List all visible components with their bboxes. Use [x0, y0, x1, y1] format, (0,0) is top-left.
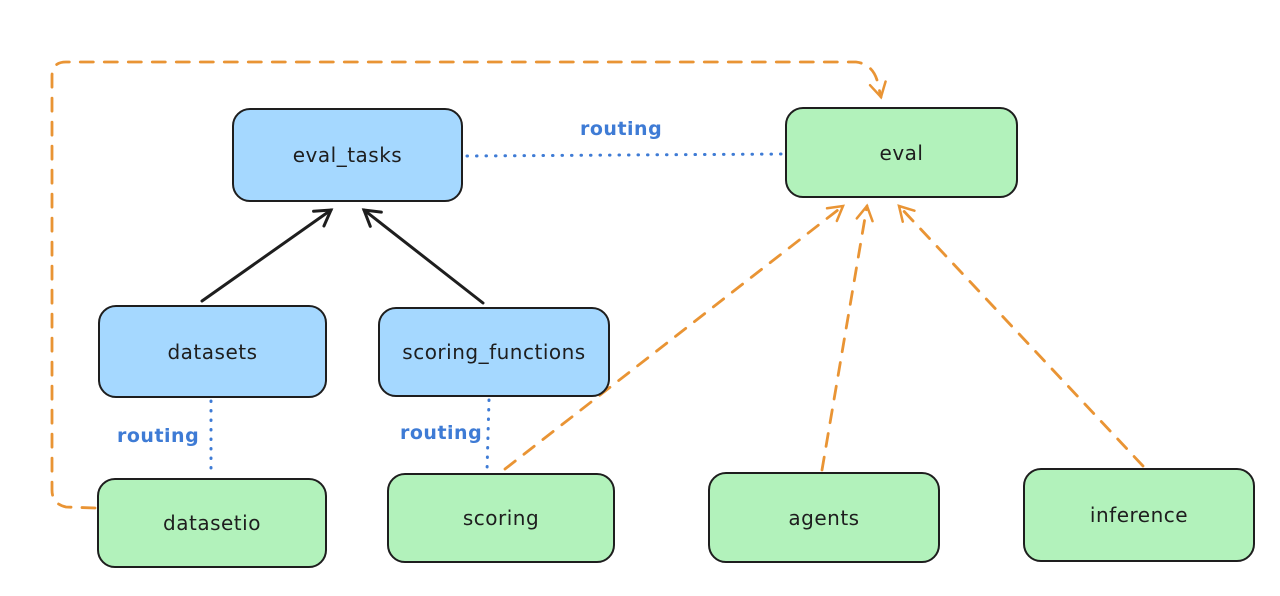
- node-eval-tasks: eval_tasks: [232, 108, 463, 202]
- node-eval: eval: [785, 107, 1018, 198]
- edge-inference-to-eval: [897, 204, 1145, 468]
- edge-datasets-to-eval-tasks: [200, 208, 334, 303]
- node-datasets: datasets: [98, 305, 327, 398]
- edge-scoring-functions-to-eval-tasks: [361, 208, 485, 305]
- node-agents: agents: [708, 472, 940, 563]
- edge-agents-to-eval: [820, 203, 874, 472]
- node-inference: inference: [1023, 468, 1255, 562]
- routing-label-eval-tasks-eval: routing: [580, 118, 663, 140]
- edge-scoring-to-eval: [503, 204, 845, 471]
- node-datasetio: datasetio: [97, 478, 327, 568]
- node-scoring: scoring: [387, 473, 615, 563]
- node-scoring-functions: scoring_functions: [378, 307, 610, 397]
- edge-eval-tasks-to-eval-routing: [465, 152, 786, 158]
- edge-datasetio-to-eval: [50, 60, 887, 510]
- routing-label-datasets-datasetio: routing: [117, 425, 200, 447]
- edge-scoring-functions-to-scoring-routing: [485, 398, 491, 473]
- routing-label-scoring-functions-scoring: routing: [400, 422, 483, 444]
